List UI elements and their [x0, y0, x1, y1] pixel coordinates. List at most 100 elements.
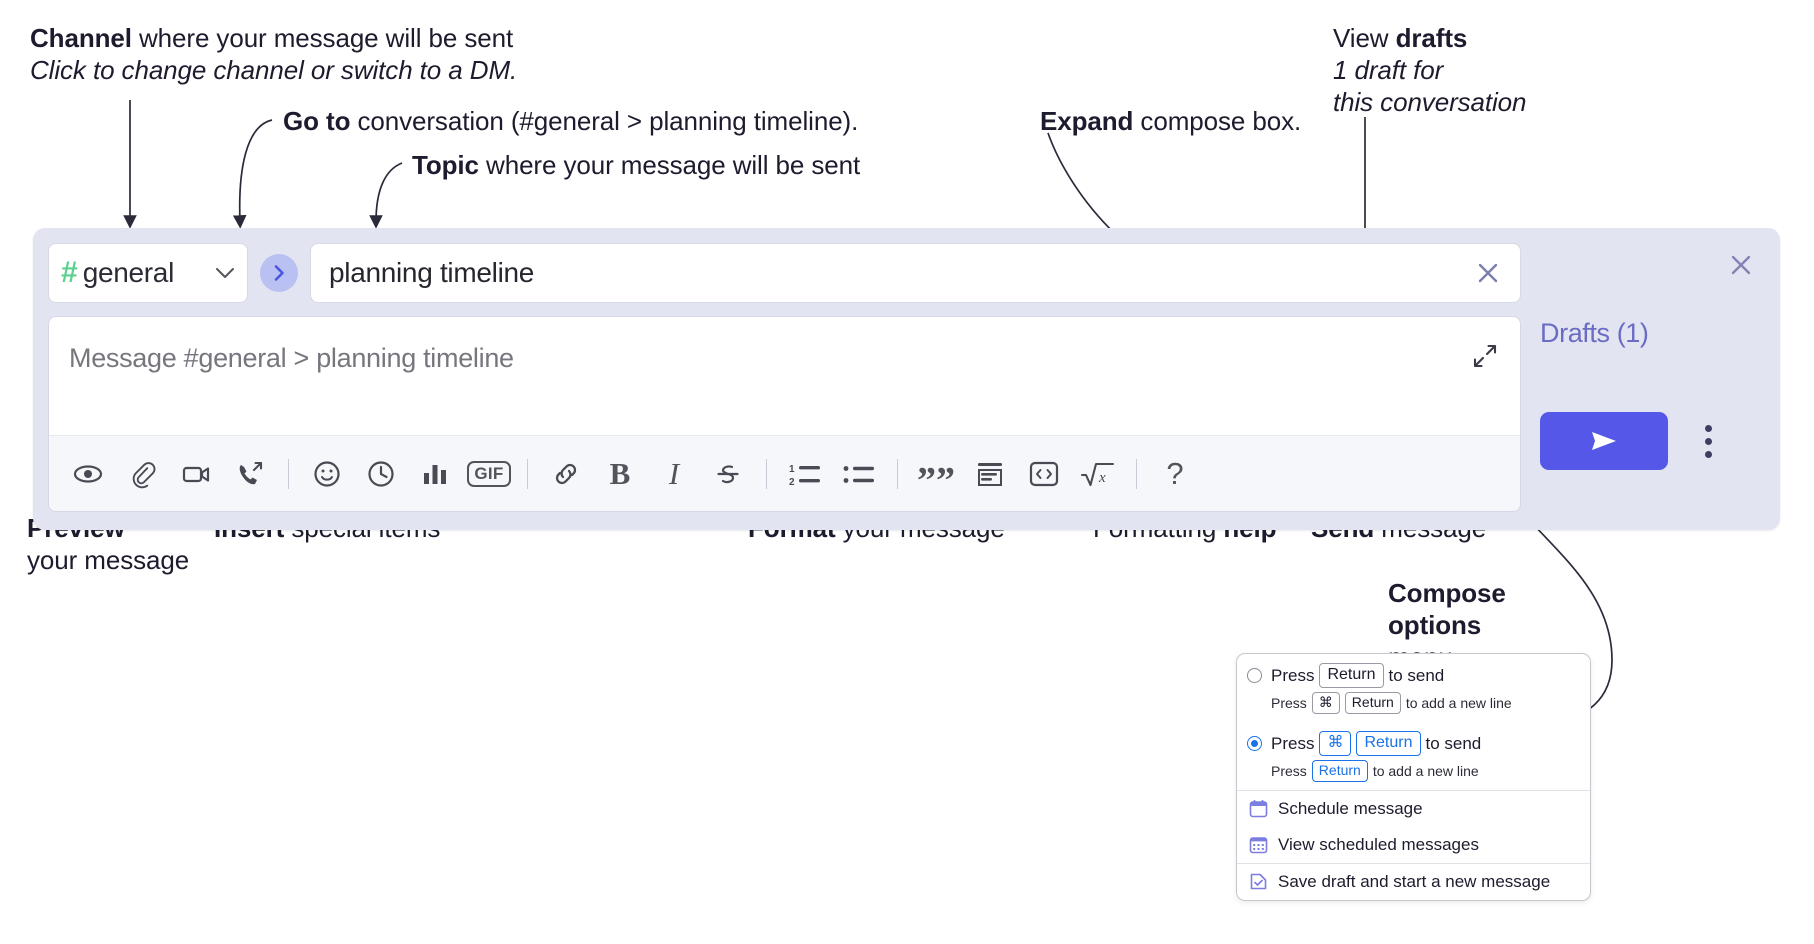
annotation-expand-bold: Expand	[1040, 106, 1134, 136]
document-check-icon	[1249, 872, 1268, 891]
close-icon[interactable]	[1724, 248, 1758, 282]
formatting-help-icon[interactable]: ?	[1148, 447, 1202, 501]
clock-icon[interactable]	[354, 447, 408, 501]
chevron-down-icon	[215, 263, 235, 283]
annotation-channel-bold: Channel	[30, 23, 132, 53]
annotation-topic-bold: Topic	[412, 150, 479, 180]
message-compose-box[interactable]: Message #general > planning timeline	[48, 316, 1521, 512]
send-button[interactable]	[1540, 412, 1668, 470]
menu-radio-option-return[interactable]: Press Return to send	[1237, 654, 1590, 690]
key-return: Return	[1344, 692, 1401, 714]
key-return: Return	[1319, 663, 1384, 689]
bold-icon[interactable]: B	[593, 447, 647, 501]
italic-icon[interactable]: I	[647, 447, 701, 501]
compose-main-column: # general planning timeline	[48, 242, 1521, 514]
compose-options-menu: Press Return to send Press ⌘ Return to a…	[1236, 653, 1591, 901]
menu-item-view-scheduled-messages[interactable]: View scheduled messages	[1237, 827, 1590, 863]
gif-icon[interactable]: GIF	[462, 447, 516, 501]
menu-radio-option-cmd-return[interactable]: Press ⌘ Return to send	[1237, 722, 1590, 758]
svg-text:1: 1	[789, 464, 795, 475]
kebab-dot	[1704, 437, 1712, 445]
call-phone-icon[interactable]	[223, 447, 277, 501]
preview-eye-icon[interactable]	[61, 447, 115, 501]
annotation-drafts: View drafts 1 draft for this conversatio…	[1333, 22, 1527, 119]
toolbar-divider	[527, 458, 528, 489]
annotation-topic-rest: where your message will be sent	[478, 150, 861, 180]
drafts-link[interactable]: Drafts (1)	[1540, 318, 1649, 348]
send-arrow-icon	[1592, 432, 1616, 450]
menu-item-label: View scheduled messages	[1278, 834, 1479, 854]
emoji-icon[interactable]	[300, 447, 354, 501]
radio-option-2-label: Press ⌘ Return to send	[1271, 730, 1482, 757]
radio-option-2-pre: Press	[1271, 733, 1315, 753]
annotation-preview-rest: your message	[27, 545, 190, 576]
annotation-channel-italic: Click to change channel or switch to a D…	[30, 55, 518, 86]
channel-selector[interactable]: # general	[48, 243, 248, 303]
chevron-right-icon	[274, 265, 284, 281]
svg-text:2: 2	[789, 477, 795, 488]
annotation-drafts-italic-1: 1 draft for	[1333, 55, 1444, 86]
annotation-drafts-bold: drafts	[1395, 23, 1468, 53]
radio-unselected[interactable]	[1247, 668, 1262, 684]
toolbar-divider	[1136, 458, 1137, 489]
link-icon[interactable]	[539, 447, 593, 501]
hash-icon: #	[61, 256, 78, 289]
help-label: ?	[1166, 455, 1184, 491]
key-return: Return	[1356, 730, 1421, 757]
topic-input-field[interactable]: planning timeline	[310, 243, 1521, 303]
kebab-dot	[1704, 424, 1712, 432]
compose-options-button[interactable]	[1690, 412, 1726, 470]
menu-item-schedule-message[interactable]: Schedule message	[1237, 791, 1590, 827]
toolbar-divider	[288, 458, 289, 489]
menu-radio-option-1-sub: Press ⌘ Return to add a new line	[1237, 690, 1590, 722]
annotation-drafts-italic-2: this conversation	[1333, 87, 1527, 118]
bulleted-list-icon[interactable]	[832, 447, 886, 501]
strikethrough-icon[interactable]	[701, 447, 755, 501]
sub-2-post: to add a new line	[1372, 763, 1479, 780]
annotation-goto-bold: Go to	[283, 106, 351, 136]
svg-text:x: x	[1098, 470, 1106, 486]
key-command: ⌘	[1311, 692, 1340, 714]
formatting-toolbar: GIF B I	[49, 435, 1520, 511]
annotation-topic: Topic where your message will be sent	[412, 149, 860, 181]
menu-divider	[1237, 862, 1590, 864]
calendar-grid-icon	[1249, 835, 1268, 854]
video-camera-icon[interactable]	[169, 447, 223, 501]
message-placeholder: Message #general > planning timeline	[69, 343, 514, 373]
toolbar-divider	[766, 458, 767, 489]
annotation-channel: Channel where your message will be sent …	[30, 22, 517, 86]
annotation-compose-bold-1: Compose	[1388, 578, 1506, 608]
math-sqrt-icon[interactable]: x	[1071, 447, 1125, 501]
radio-option-1-post: to send	[1388, 665, 1445, 685]
radio-selected[interactable]	[1247, 736, 1262, 752]
code-block-icon[interactable]	[963, 447, 1017, 501]
annotation-compose-bold-2: options	[1388, 610, 1482, 641]
annotation-drafts-lead: View	[1333, 23, 1396, 53]
menu-item-save-draft[interactable]: Save draft and start a new message	[1237, 864, 1590, 900]
attach-file-icon[interactable]	[115, 447, 169, 501]
compose-destination-row: # general planning timeline	[48, 242, 1521, 304]
blockquote-icon[interactable]: ””	[909, 447, 963, 501]
poll-bar-chart-icon[interactable]	[408, 447, 462, 501]
expand-compose-icon[interactable]	[1468, 339, 1502, 373]
annotation-expand-rest: compose box.	[1133, 106, 1302, 136]
sub-2-pre: Press	[1271, 763, 1307, 780]
italic-label: I	[668, 455, 680, 491]
annotation-goto-rest: conversation (#general > planning timeli…	[350, 106, 859, 136]
menu-divider	[1237, 789, 1590, 791]
sub-1-post: to add a new line	[1405, 695, 1512, 712]
radio-option-2-post: to send	[1425, 733, 1482, 753]
leader-goto	[232, 119, 273, 229]
inline-code-icon[interactable]	[1017, 447, 1071, 501]
key-command: ⌘	[1319, 730, 1352, 757]
channel-name-label: general	[82, 257, 175, 288]
leader-topic	[369, 162, 403, 229]
go-to-conversation-button[interactable]	[260, 254, 298, 292]
toolbar-divider	[897, 458, 898, 489]
menu-item-label: Save draft and start a new message	[1278, 871, 1551, 891]
clear-topic-icon[interactable]	[1470, 255, 1506, 291]
blockquote-label: ””	[917, 459, 955, 502]
compose-right-panel: Drafts (1)	[1522, 228, 1780, 530]
